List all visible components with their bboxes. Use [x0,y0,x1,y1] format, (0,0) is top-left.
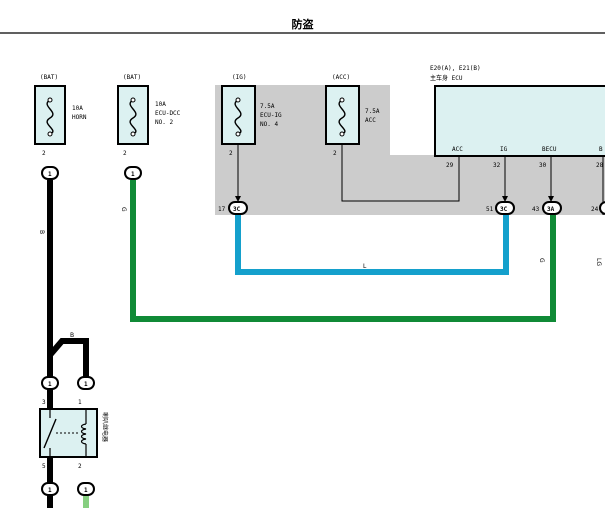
fuse-horn-rating: 10A [72,105,83,112]
fuse-ecu-dcc-name: ECU-DCC [155,110,181,117]
fuse-ecu-dcc-pin: 2 [123,150,127,157]
connector-relay-in-left: 1 [41,376,59,390]
connector-ecu-dcc: 1 [124,166,142,180]
connector-relay-in-right: 1 [77,376,95,390]
connector-horn: 1 [41,166,59,180]
svg-text:1: 1 [48,171,52,178]
svg-text:1: 1 [84,381,88,388]
connector-b-partial [599,201,605,215]
fuse-horn-symbol [46,99,54,135]
fuse-ecu-dcc-symbol [129,99,137,135]
fuse-horn-name: HORN [72,114,87,121]
svg-text:1: 1 [48,487,52,494]
junction-block-area [215,85,605,215]
relay-pin-2: 2 [78,463,82,470]
relay-switch-contact [43,418,57,449]
ecu-name: 主车身 ECU [430,74,463,82]
relay-name: 喇叭继电器 [101,412,109,442]
svg-text:1: 1 [131,171,135,178]
pin-ig-side: 17 [218,206,226,213]
pin-acc-in: 29 [446,162,454,169]
page-title: 防盗 [291,18,314,31]
fuse-ecu-ig-source: (IG) [232,74,246,81]
pin-becu-end: 43 [532,206,540,213]
wire-label-b-right: LG [595,258,602,266]
svg-text:3C: 3C [233,206,241,213]
svg-text:3C: 3C [500,206,508,213]
fuse-acc-symbol [338,99,346,135]
connector-relay-out-right: 1 [77,482,95,496]
svg-text:3A: 3A [547,206,555,213]
ecu-pin-ig: IG [500,146,508,153]
connector-relay-out-left: 1 [41,482,59,496]
pin-ig-end: 51 [486,206,494,213]
wire-label-ecu-dcc: G [120,207,127,212]
relay-pin-5: 5 [42,463,46,470]
ecu-pin-b: B [599,146,603,153]
fuse-ecu-dcc-name2: NO. 2 [155,119,173,126]
ecu-pin-becu: BECU [542,146,557,153]
fuse-horn-source: (BAT) [40,74,58,81]
fuse-acc-source: (ACC) [332,74,350,81]
ecu-pin-acc: ACC [452,146,463,153]
fuse-acc-rating: 7.5A [365,108,380,115]
wire-acc-thin [341,144,460,202]
pin-b-end: 24 [591,206,599,213]
fuse-ecu-ig-pin: 2 [229,150,233,157]
connector-3c-left: 3C [228,201,248,215]
ecu-code: E20(A), E21(B) [430,65,481,72]
connector-3c-right: 3C [495,201,515,215]
fuse-horn-pin: 2 [42,150,46,157]
pin-b-in: 28 [596,162,604,169]
fuse-ecu-ig-name: ECU-IG [260,112,282,119]
connector-3a: 3A [542,201,562,215]
relay-coil-icon [80,423,87,445]
main-body-ecu [434,85,605,157]
fuse-ecu-dcc-rating: 10A [155,101,166,108]
wire-label-becu: G [538,258,545,263]
wire-label-relay-branch: B [70,332,74,339]
fuse-ecu-ig-symbol [234,99,242,135]
fuse-ecu-dcc-source: (BAT) [123,74,141,81]
wire-relay-branch [47,338,89,382]
wire-label-horn: B [38,230,45,234]
wire-label-ig: L [363,263,367,270]
svg-text:1: 1 [84,487,88,494]
pin-becu-in: 30 [539,162,547,169]
fuse-ecu-ig-rating: 7.5A [260,103,275,110]
svg-text:1: 1 [48,381,52,388]
fuse-acc-name: ACC [365,117,376,124]
relay-pin-1: 1 [78,399,82,406]
wire-becu-green [130,180,556,322]
fuse-acc-pin: 2 [333,150,337,157]
wire-ig-blue [235,215,509,275]
pin-ig-in: 32 [493,162,501,169]
fuse-ecu-ig-name2: NO. 4 [260,121,278,128]
relay-pin-3: 3 [42,399,46,406]
